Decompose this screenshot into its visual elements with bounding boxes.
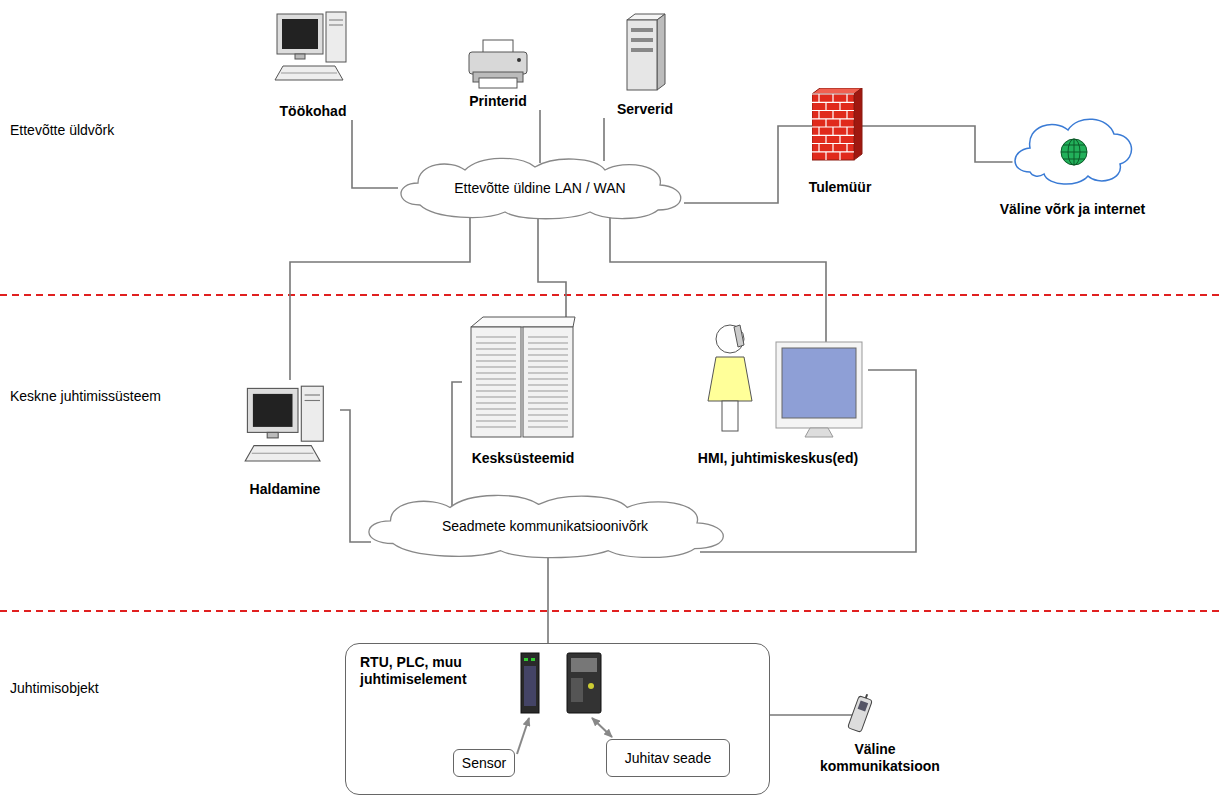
- node-label: Kesksüsteemid: [472, 450, 575, 467]
- icon-node: Tulemüür: [798, 88, 882, 196]
- node-label: Serverid: [617, 101, 673, 118]
- zone-label: Keskne juhtimissüsteem: [10, 388, 161, 404]
- network-cloud: Ettevõtte üldine LAN / WAN: [390, 155, 690, 221]
- node-label: Tulemüür: [809, 179, 872, 196]
- control-unit-box: RTU, PLC, muu juhtimiselementSensor Juhit…: [345, 643, 770, 795]
- admin-icon: [235, 380, 335, 462]
- printer-icon: [463, 38, 533, 90]
- node-label: Haldamine: [250, 481, 321, 498]
- zone-label: Ettevõtte üldvõrk: [10, 122, 114, 138]
- node-label: HMI, juhtimiskeskus(ed): [698, 450, 858, 467]
- icon-node: HMI, juhtimiskeskus(ed): [688, 315, 868, 467]
- node-label: RTU, PLC, muu juhtimiselement: [360, 654, 510, 688]
- node-label: Juhitav seade: [625, 750, 711, 767]
- network-link: [684, 126, 812, 203]
- icon-node: Väline kommunikatsioon: [815, 693, 935, 775]
- node-label: Väline võrk ja internet: [1000, 201, 1146, 218]
- zone-divider: [0, 610, 1224, 612]
- server-icon: [623, 12, 667, 92]
- network-name: Seadmete kommunikatsioonivõrk: [442, 518, 648, 535]
- node-label: Väline kommunikatsioon: [820, 741, 930, 775]
- node-label: Töökohad: [280, 103, 347, 120]
- computer-icon: [273, 10, 353, 84]
- field-device-box: Juhitav seade: [606, 739, 730, 777]
- network-link: [770, 714, 853, 716]
- network-cloud: Seadmete kommunikatsioonivõrk: [355, 492, 735, 560]
- network-link: [862, 126, 1013, 162]
- network-name: Ettevõtte üldine LAN / WAN: [454, 180, 625, 197]
- zone-label: Juhtimisobjekt: [10, 680, 99, 696]
- icon-node: Printerid: [448, 38, 548, 110]
- network-link: [352, 120, 398, 188]
- rack-icon: [469, 315, 577, 439]
- node-label: Sensor: [462, 755, 506, 772]
- firewall-icon: [812, 88, 868, 164]
- icon-node: Töökohad: [268, 10, 358, 120]
- icon-node: Haldamine: [230, 380, 340, 498]
- network-link: [290, 215, 470, 380]
- icon-node: Väline võrk ja internet: [985, 112, 1160, 218]
- network-link: [547, 556, 549, 643]
- network-link: [610, 215, 826, 342]
- field-device-box: Sensor: [453, 749, 515, 777]
- network-link: [538, 218, 566, 318]
- node-label: Printerid: [469, 93, 527, 110]
- network-link: [340, 410, 371, 542]
- phone-icon: [840, 693, 880, 735]
- network-link: [603, 118, 605, 161]
- network-link: [452, 382, 462, 506]
- hmi-icon: [688, 315, 868, 439]
- network-link: [539, 110, 541, 163]
- zone-divider: [0, 294, 1224, 296]
- icon-node: Serverid: [598, 12, 692, 118]
- icon-node: Kesksüsteemid: [462, 315, 584, 467]
- internet-icon: [1008, 112, 1138, 190]
